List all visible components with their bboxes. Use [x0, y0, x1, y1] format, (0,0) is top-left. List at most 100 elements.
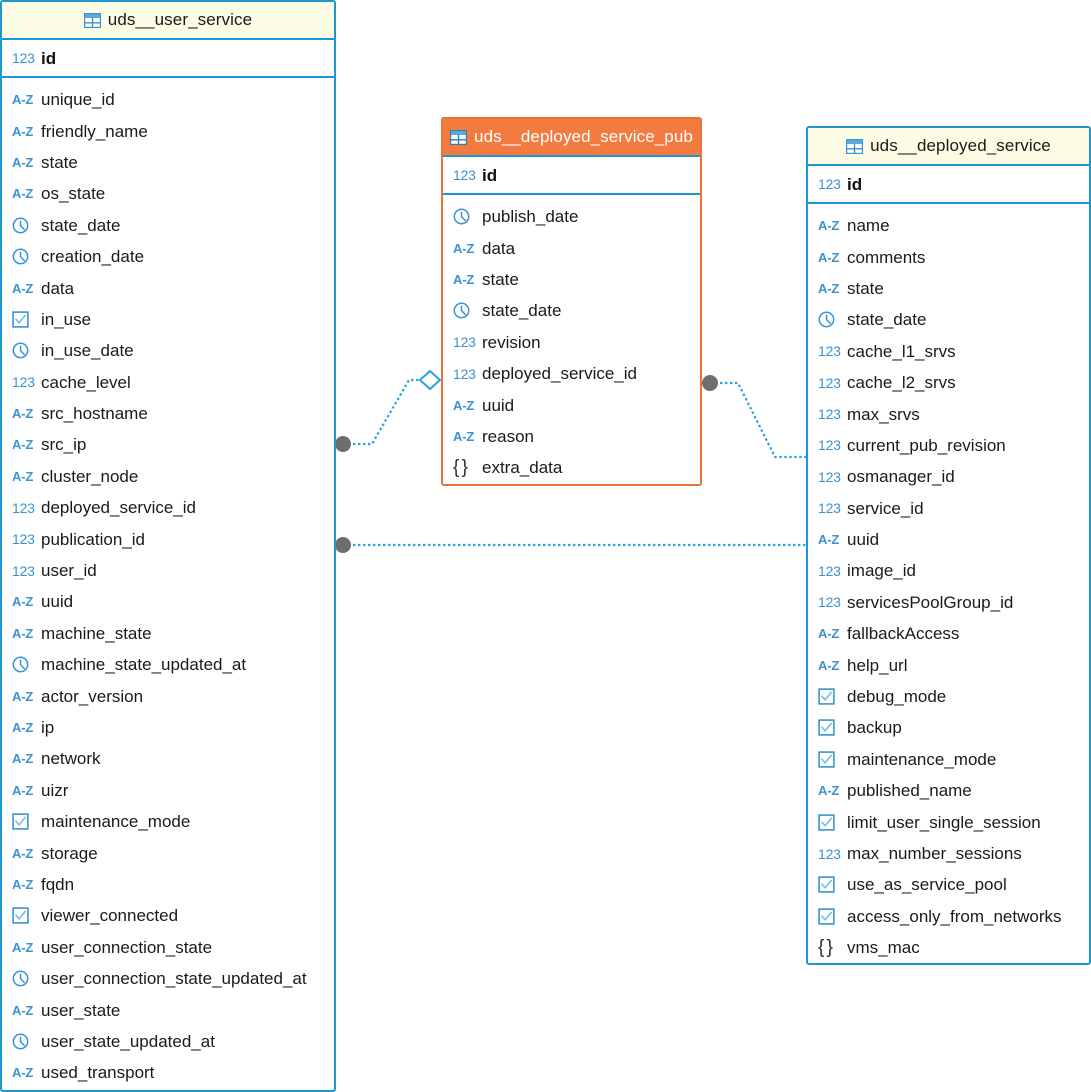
primary-key-row[interactable]: 123 id	[808, 166, 1089, 204]
column-name: actor_version	[41, 686, 144, 706]
column-name: cache_l2_srvs	[847, 373, 956, 393]
column-row[interactable]: in_use_date	[2, 335, 334, 366]
column-name: user_connection_state_updated_at	[41, 969, 307, 989]
primary-key-row[interactable]: 123 id	[2, 40, 334, 78]
relationship-user-service-to-deployed-service	[335, 537, 806, 553]
table-icon	[83, 12, 101, 28]
column-name: ip	[41, 718, 55, 737]
column-row[interactable]: maintenance_mode	[808, 744, 1089, 775]
column-name: state	[41, 152, 78, 172]
column-row[interactable]: in_use	[2, 304, 334, 335]
column-row[interactable]: user_connection_state_updated_at	[2, 963, 334, 994]
json-type-icon: { }	[818, 937, 833, 959]
column-name: backup	[847, 718, 902, 738]
json-type-icon: { }	[453, 457, 468, 479]
column-row[interactable]: backup	[808, 712, 1089, 743]
column-row[interactable]: access_only_from_networks	[808, 901, 1089, 932]
column-name: publish_date	[482, 207, 579, 227]
relationship-pub-to-deployed-service	[702, 375, 806, 459]
column-name: publication_id	[41, 529, 145, 549]
string-type-icon: A-Z	[818, 657, 840, 673]
column-row[interactable]: use_as_service_pool	[808, 869, 1089, 900]
column-row[interactable]: maintenance_mode	[2, 806, 334, 837]
number-type-icon: 123	[12, 562, 35, 579]
column-row[interactable]: viewer_connected	[2, 900, 334, 931]
entity-uds-deployed-service-pub[interactable]: uds__deployed_service_pub 123 id publish…	[441, 117, 702, 486]
column-name: state_date	[482, 301, 562, 321]
column-row[interactable]: user_state_updated_at	[2, 1026, 334, 1057]
string-type-icon: A-Z	[818, 249, 840, 265]
column-row[interactable]: { }vms_mac	[808, 932, 1089, 963]
column-row[interactable]: state_date	[443, 295, 700, 326]
string-type-icon: A-Z	[12, 845, 34, 861]
column-row[interactable]: publish_date	[443, 201, 700, 232]
number-type-icon: 123	[818, 437, 841, 454]
column-row[interactable]: 123 current_pub_revision	[808, 430, 1089, 461]
column-name: deployed_service_id	[41, 498, 196, 518]
column-row[interactable]: creation_date	[2, 241, 334, 272]
column-row[interactable]: { }extra_data	[443, 452, 700, 483]
primary-key-row[interactable]: 123 id	[443, 157, 700, 195]
column-row[interactable]: state_date	[808, 304, 1089, 335]
column-name: current_pub_revision	[847, 435, 1006, 455]
number-type-icon: 123	[453, 167, 476, 183]
column-row[interactable]: machine_state_updated_at	[2, 649, 334, 680]
column-name: deployed_service_id	[482, 364, 637, 384]
column-name: state	[847, 278, 884, 298]
column-row[interactable]: limit_user_single_session	[808, 806, 1089, 837]
column-name: fallbackAccess	[847, 624, 960, 644]
clock-icon	[453, 302, 475, 319]
column-name: user_state_updated_at	[41, 1031, 215, 1051]
column-row[interactable]: debug_mode	[808, 681, 1089, 712]
column-row[interactable]: state_date	[2, 210, 334, 241]
